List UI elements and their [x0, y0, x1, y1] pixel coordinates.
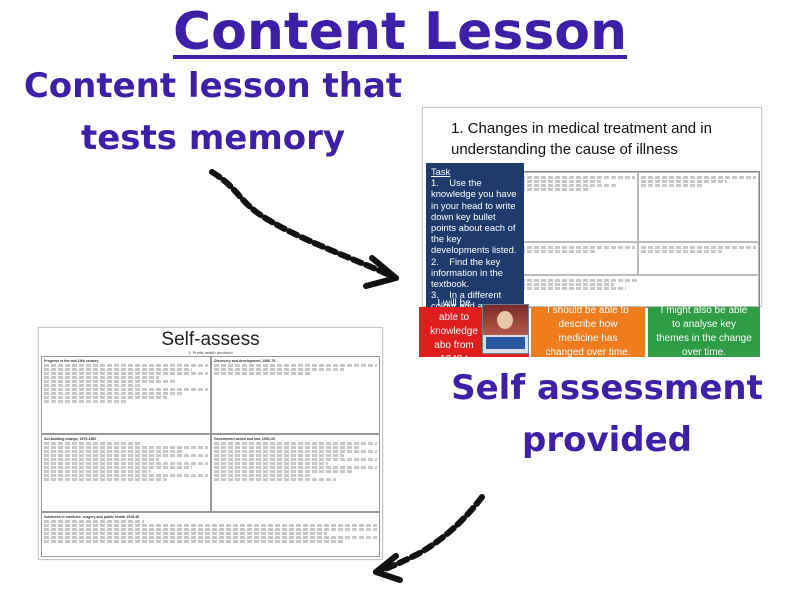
task-item: 2. Find the key information in the textb…: [431, 255, 503, 290]
self-assess-section: Advances in medicine, surgery and public…: [41, 512, 380, 557]
section-heading: Progress in the mid 19th century: [44, 359, 99, 363]
task-heading: Task: [431, 166, 451, 177]
arrow-to-self-assess-icon: [373, 494, 485, 583]
self-assess-title: Self-assess: [161, 329, 260, 350]
task-item: 1. Use the knowledge you have in your he…: [431, 177, 517, 256]
grid-cell: [517, 242, 638, 275]
section-heading: Act-building change, 1875-1900: [44, 437, 97, 441]
section-heading: Advances in medicine, surgery and public…: [44, 515, 140, 519]
section-heading: Government action and war, 1900-45: [214, 437, 275, 441]
page-title: Content Lesson: [172, 2, 628, 62]
outcome-band-orange: I should be able to describe how medicin…: [531, 305, 645, 358]
self-assess-subtitle: 3. Public health provision: [188, 350, 233, 355]
task-box: Task 1. Use the knowledge you have in yo…: [426, 163, 524, 367]
arrow-to-worksheet-icon: [209, 169, 399, 289]
self-assess-section: Act-building change, 1875-1900: [41, 434, 211, 512]
self-assess-section: Progress in the mid 19th century: [41, 356, 211, 434]
outcome-text: I might also be able to analyse key them…: [656, 305, 752, 358]
book-cover-image: [482, 304, 529, 354]
section-heading: Discovery and development, 1860-75: [214, 359, 276, 363]
self-assess-section: Discovery and development, 1860-75: [211, 356, 380, 434]
self-assess-preview: Self-assess 3. Public health provision P…: [38, 327, 383, 560]
grid-cell: [517, 275, 759, 307]
grid-cell: [638, 242, 759, 275]
worksheet-grid: [516, 171, 760, 308]
worksheet-title: 1. Changes in medical treatment and in u…: [451, 120, 712, 158]
outcome-text: I will be able to knowledge abo from 184…: [430, 298, 478, 365]
subtitle-content-lesson: Content lesson that tests memory: [23, 66, 403, 158]
self-assess-section: Government action and war, 1900-45: [211, 434, 380, 512]
subtitle-self-assessment: Self assessment provided: [451, 368, 763, 460]
outcome-band-green: I might also be able to analyse key them…: [648, 305, 760, 358]
outcome-text: I should be able to describe how medicin…: [545, 305, 631, 358]
grid-cell: [517, 172, 638, 242]
grid-cell: [638, 172, 759, 242]
